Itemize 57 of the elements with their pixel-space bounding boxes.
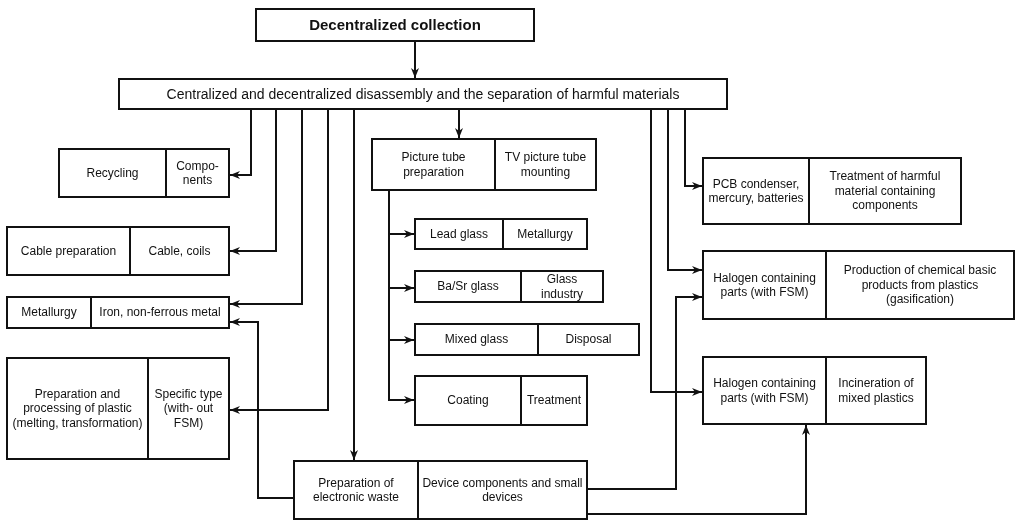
- process-box: [702, 356, 927, 425]
- process-box: [293, 460, 588, 520]
- box-label: Compo- nents: [165, 150, 228, 196]
- arrow: [587, 424, 810, 515]
- box-label: Mixed glass: [443, 331, 510, 349]
- process-box: [6, 226, 230, 276]
- arrow: [350, 109, 358, 461]
- process-box: [58, 148, 230, 198]
- arrow: [411, 41, 419, 79]
- box-label: Device components and small devices: [417, 462, 586, 518]
- process-box: [118, 78, 728, 110]
- arrow: [229, 109, 252, 179]
- box-label: Coating: [446, 392, 490, 410]
- box-label: Decentralized collection: [308, 15, 482, 35]
- process-box: [371, 138, 597, 191]
- process-box: [6, 357, 230, 460]
- box-label: Preparation and processing of plastic (melting, transformation): [11, 385, 144, 432]
- box-label: Cable preparation: [19, 242, 118, 260]
- box-label: Lead glass: [428, 225, 489, 243]
- box-label: Ba/Sr glass: [436, 278, 500, 296]
- process-box: [255, 8, 535, 42]
- box-label: Specific type (with- out FSM): [147, 359, 228, 458]
- arrow: [229, 109, 277, 255]
- arrow: [650, 109, 703, 396]
- box-label: Metallurgy: [20, 304, 78, 322]
- box-label: Production of chemical basic products from plastics (gasification): [825, 252, 1013, 318]
- box-label: PCB condenser, mercury, batteries: [707, 175, 805, 207]
- process-box: [414, 218, 588, 250]
- arrow: [229, 318, 294, 499]
- process-box: [702, 157, 962, 225]
- process-box: [414, 270, 604, 303]
- box-label: Glass industry: [520, 272, 602, 301]
- box-label: Preparation of electronic waste: [311, 474, 400, 506]
- arrow: [229, 109, 329, 414]
- box-label: Centralized and decentralized disassembly and the separation of harmful materials: [165, 84, 681, 104]
- process-box: [414, 375, 588, 426]
- box-label: Halogen containing parts (with FSM): [712, 375, 817, 407]
- box-label: Incineration of mixed plastics: [825, 358, 925, 423]
- box-label: Treatment: [520, 377, 586, 424]
- box-label: Iron, non-ferrous metal: [90, 298, 228, 327]
- box-label: Metallurgy: [502, 220, 586, 248]
- process-box: [414, 323, 640, 356]
- arrow: [229, 109, 303, 308]
- box-label: Cable, coils: [129, 228, 228, 274]
- box-label: Halogen containing parts (with FSM): [712, 269, 817, 301]
- arrow: [667, 109, 703, 274]
- box-label: Picture tube preparation: [400, 149, 467, 181]
- arrow: [684, 109, 703, 190]
- box-label: Recycling: [85, 164, 140, 182]
- arrow: [388, 190, 415, 404]
- arrow: [587, 293, 703, 490]
- process-box: [6, 296, 230, 329]
- box-label: Treatment of harmful material containing components: [808, 159, 960, 223]
- box-label: Disposal: [537, 325, 638, 354]
- arrow: [455, 109, 463, 139]
- process-box: [702, 250, 1015, 320]
- box-label: TV picture tube mounting: [494, 140, 595, 189]
